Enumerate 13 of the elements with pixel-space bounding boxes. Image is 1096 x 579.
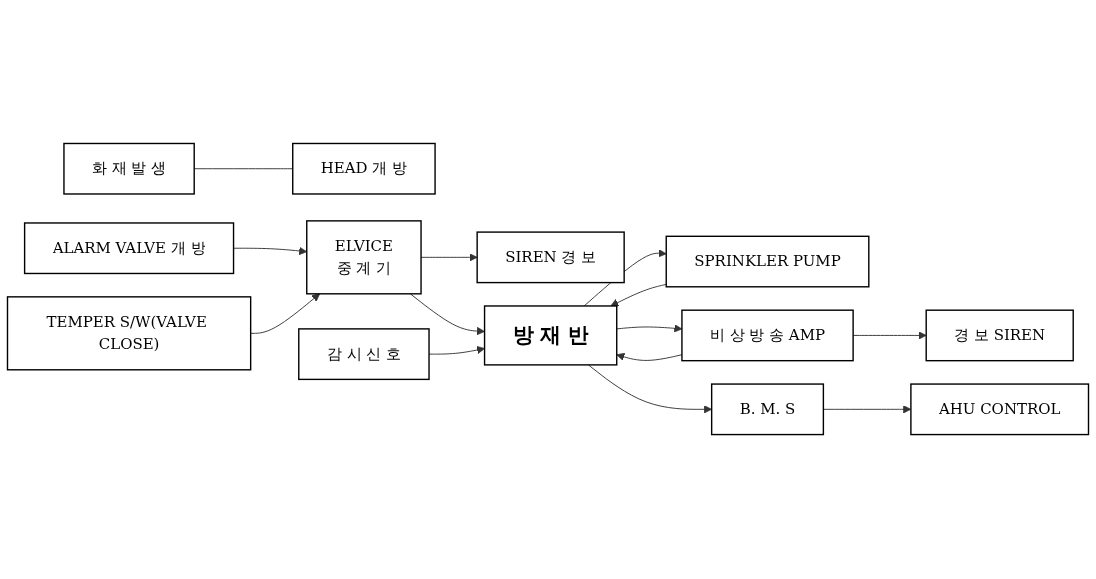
node-box: 화 재 발 생: [63, 143, 195, 196]
node-box: 비 상 방 송 AMP: [681, 309, 854, 362]
node-box: ELVICE 중 계 기: [306, 220, 422, 295]
node-box: ALARM VALVE 개 방: [23, 222, 235, 275]
node-box: SPRINKLER PUMP: [665, 236, 870, 288]
node-box: 감 시 신 호: [298, 328, 430, 381]
node-box: SIREN 경 보: [476, 231, 625, 284]
node-box: B. M. S: [710, 383, 825, 436]
node-box: 방 재 반: [483, 305, 618, 367]
node-box: 경 보 SIREN: [925, 309, 1074, 362]
node-box: HEAD 개 방: [292, 143, 436, 196]
node-box: AHU CONTROL: [910, 383, 1090, 436]
node-box: TEMPER S/W(VALVE CLOSE): [6, 296, 252, 371]
